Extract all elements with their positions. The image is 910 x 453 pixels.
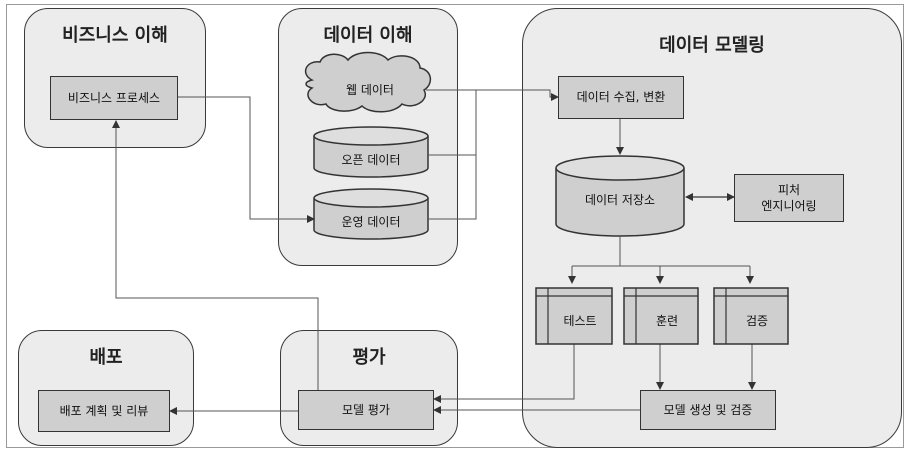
ops-data-label: 운영 데이터: [341, 214, 401, 229]
business-process-box: 비즈니스 프로세스: [50, 76, 178, 120]
arrow-test-to-eval: [433, 344, 575, 403]
arrow-eval-to-business: [112, 120, 319, 396]
open-data-cylinder: [313, 126, 429, 178]
data-store-cylinder: [555, 155, 685, 237]
test-label: 테스트: [563, 313, 597, 328]
validate-label: 검증: [745, 313, 769, 328]
model-build-validate-box: 모델 생성 및 검증: [640, 390, 776, 430]
panel-business-title: 비즈니스 이해: [62, 25, 168, 46]
diagram-frame: [6, 4, 904, 448]
line-open-data: [428, 90, 477, 156]
test-box-shape: [535, 287, 613, 345]
data-store-label: 데이터 저장소: [584, 192, 656, 207]
model-eval-box: 모델 평가: [298, 390, 434, 430]
validate-box-shape: [713, 287, 789, 345]
panel-deploy-title: 배포: [89, 347, 123, 368]
panel-modeling-title: 데이터 모델링: [659, 35, 765, 56]
line-ops-data: [428, 155, 477, 220]
deploy-plan-box: 배포 계획 및 리뷰: [38, 390, 170, 432]
web-data-label: 웹 데이터: [346, 82, 394, 97]
panel-data-understanding-title: 데이터 이해: [323, 25, 413, 46]
collect-transform-box: 데이터 수집, 변환: [558, 76, 684, 119]
ops-data-cylinder: [313, 188, 429, 240]
panel-evaluation-title: 평가: [352, 347, 386, 368]
train-label: 훈련: [655, 313, 679, 328]
open-data-label: 오픈 데이터: [341, 152, 401, 167]
feature-engineering-box: 피처 엔지니어링: [734, 174, 844, 222]
arrow-web-to-collect: [426, 89, 559, 101]
train-box-shape: [623, 287, 699, 345]
web-data-cloud: [304, 51, 432, 113]
arrow-business-to-ops: [178, 96, 315, 223]
